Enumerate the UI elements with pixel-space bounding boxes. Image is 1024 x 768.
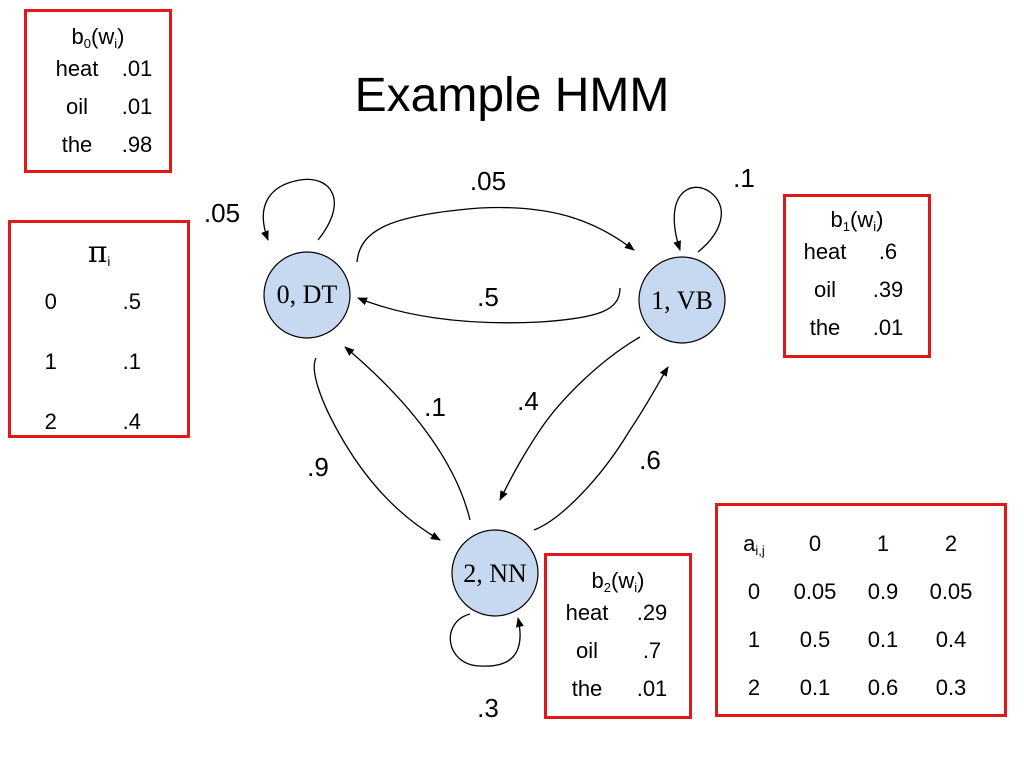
edge-0-2 xyxy=(313,357,441,541)
table-row: 0 .5 xyxy=(44,289,141,314)
state-label-0: 0, DT xyxy=(277,280,338,309)
table-row: oil .01 xyxy=(65,94,153,119)
state-label-2: 2, NN xyxy=(463,559,527,588)
state-node-1: 1, VB xyxy=(638,256,726,344)
edge-label-2-0: .1 xyxy=(424,392,446,422)
table-row: oil .39 xyxy=(813,277,904,302)
table-row: the .98 xyxy=(61,132,153,157)
table-row: the .01 xyxy=(809,315,904,340)
state-node-0: 0, DT xyxy=(263,251,351,339)
edge-label-1-1: .1 xyxy=(733,163,755,193)
edge-loop-1-1 xyxy=(673,186,722,253)
table-row: 1 0.5 0.1 0.4 xyxy=(747,627,967,652)
table-row: heat .6 xyxy=(803,239,898,264)
emission-box-b0: b0(wi) heat .01 oil .01 the .98 xyxy=(24,9,172,173)
edge-2-1 xyxy=(533,366,669,531)
table-row: 1 .1 xyxy=(44,349,141,374)
initial-distribution-box: πi 0 .5 1 .1 2 .4 xyxy=(8,220,190,438)
state-node-2: 2, NN xyxy=(451,529,539,617)
emission-table-b2: heat .29 oil .7 the .01 xyxy=(551,594,681,708)
emission-header-b0: b0(wi) xyxy=(71,24,125,51)
table-header-row: ai,j 0 1 2 xyxy=(728,520,986,568)
table-row: 2 .4 xyxy=(44,409,141,434)
emission-box-b2: b2(wi) heat .29 oil .7 the .01 xyxy=(544,553,692,719)
transition-matrix-box: ai,j 0 1 2 0 0.05 0.9 0.05 1 0.5 0.1 0.4… xyxy=(715,503,1007,717)
table-row: oil .7 xyxy=(575,638,662,663)
edge-2-0 xyxy=(344,346,471,521)
edge-loop-2-2 xyxy=(449,613,524,667)
matrix-corner-label: ai,j xyxy=(743,531,765,558)
slide-title: Example HMM xyxy=(354,69,670,122)
edge-label-1-2: .4 xyxy=(517,386,539,416)
emission-table-b1: heat .6 oil .39 the .01 xyxy=(792,233,918,347)
emission-header-b1: b1(wi) xyxy=(830,207,884,234)
state-label-1: 1, VB xyxy=(651,286,713,315)
edge-0-1 xyxy=(356,206,635,263)
table-row: the .01 xyxy=(571,676,668,701)
edge-1-0 xyxy=(357,287,621,324)
emission-box-b1: b1(wi) heat .6 oil .39 the .01 xyxy=(783,194,931,358)
transition-matrix-table: ai,j 0 1 2 0 0.05 0.9 0.05 1 0.5 0.1 0.4… xyxy=(728,520,986,712)
edge-label-0-2: .9 xyxy=(307,452,329,482)
edge-label-2-1: .6 xyxy=(639,445,661,475)
edge-1-2 xyxy=(499,336,641,501)
edge-loop-0-0 xyxy=(261,178,335,241)
emission-table-b0: heat .01 oil .01 the .98 xyxy=(41,50,161,164)
edge-label-2-2: .3 xyxy=(477,693,499,723)
edge-label-0-0: .05 xyxy=(204,198,240,228)
edge-label-1-0: .5 xyxy=(477,282,499,312)
initial-table: 0 .5 1 .1 2 .4 xyxy=(25,272,187,452)
table-row: 0 0.05 0.9 0.05 xyxy=(747,579,973,604)
table-row: heat .01 xyxy=(55,56,153,81)
initial-header: πi xyxy=(87,235,111,270)
table-row: 2 0.1 0.6 0.3 xyxy=(747,675,967,700)
edge-label-0-1: .05 xyxy=(470,166,506,196)
emission-header-b2: b2(wi) xyxy=(591,568,645,595)
table-row: heat .29 xyxy=(565,600,668,625)
